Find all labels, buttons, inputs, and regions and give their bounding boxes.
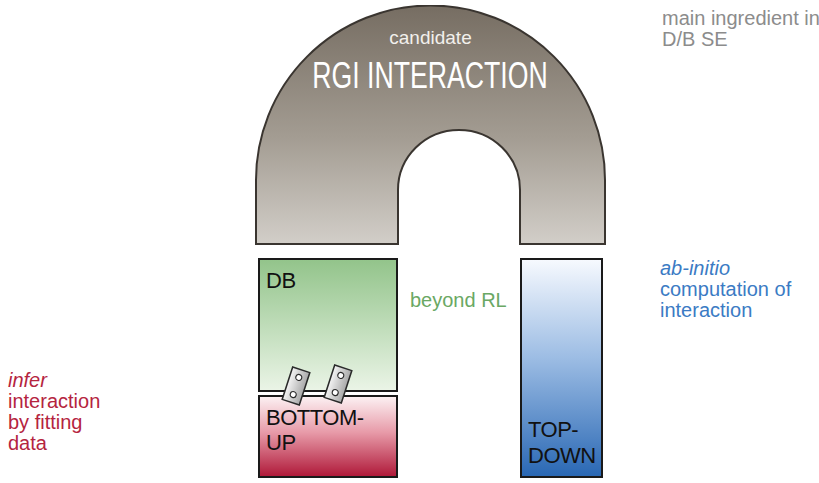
arch-body — [256, 5, 605, 244]
arch-text-holder: candidateRGI INTERACTION — [255, 27, 606, 97]
plate-body — [282, 367, 310, 405]
db-box: DB — [258, 258, 398, 392]
joint-plate — [324, 365, 352, 403]
arch-title: RGI INTERACTION — [313, 55, 548, 97]
top-down-box: TOP- DOWN — [520, 258, 603, 478]
box-label: TOP- DOWN — [528, 417, 595, 468]
note-label: beyond RL — [410, 290, 530, 311]
note-label: ab-initio computation of interaction — [660, 258, 815, 321]
bottom-up-box: BOTTOM- UP — [258, 395, 398, 478]
joint-plate — [282, 367, 310, 405]
plate-hole — [331, 389, 339, 397]
plate-hole — [295, 374, 303, 382]
arch-shape: candidateRGI INTERACTION — [255, 5, 606, 245]
plate-hole — [289, 391, 297, 399]
plate-hole — [337, 372, 345, 380]
box-label: BOTTOM- UP — [266, 405, 390, 456]
plate-body — [324, 365, 352, 403]
note-label: infer interaction by fitting data — [8, 370, 123, 454]
box-label: DB — [266, 268, 390, 293]
note-label: main ingredient in D/B SE — [662, 8, 819, 50]
arch-subtitle: candidate — [389, 27, 471, 49]
